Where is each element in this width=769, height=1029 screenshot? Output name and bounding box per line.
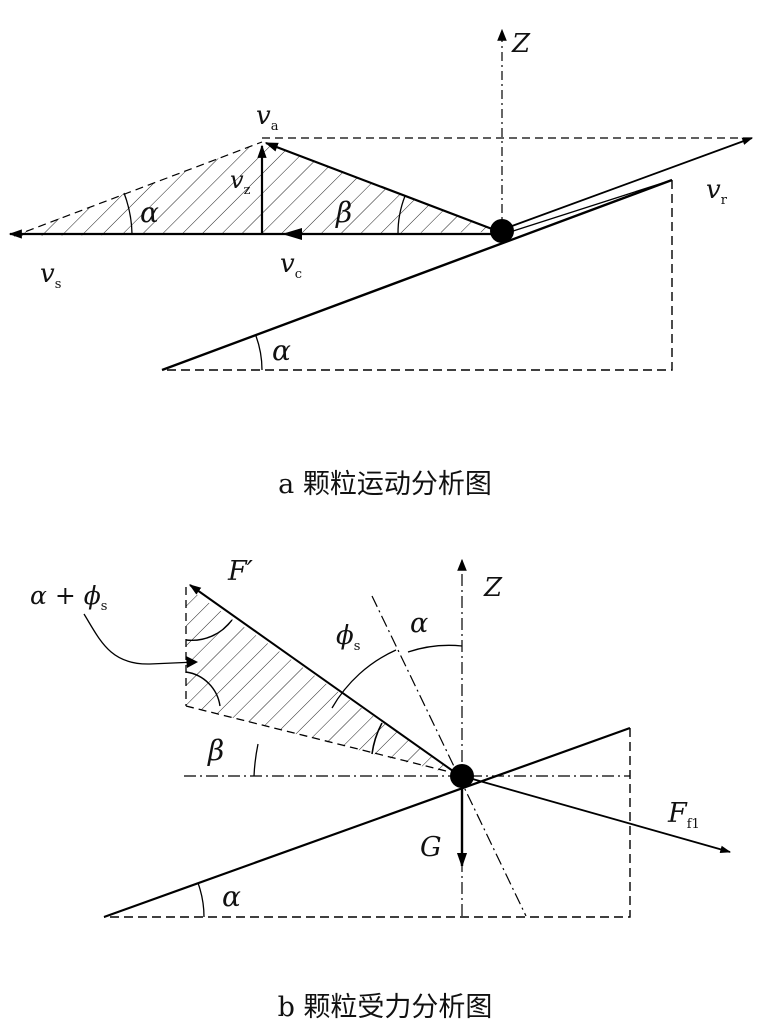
label-alpha-a-bottom: α [272, 334, 291, 367]
label-g: G [420, 832, 442, 863]
vr-vector [511, 137, 754, 227]
label-f-prime: F′ [227, 556, 253, 587]
inclined-plane-a [161, 178, 673, 372]
callout-curve [83, 613, 197, 665]
caption-b: b 颗粒受力分析图 [278, 992, 493, 1023]
label-vc: vc [280, 249, 302, 282]
arc-beta-b [253, 743, 259, 777]
diagram-b-force-analysis: α + ϕs F′ Z ϕs α β G Ff1 α b 颗粒受力分析图 [30, 556, 732, 1023]
alpha-arc-a-bottom [255, 335, 263, 371]
particle-a [490, 219, 514, 243]
arc-inner-b [371, 722, 383, 755]
beta-arc-a [397, 195, 406, 235]
label-vs: vs [40, 259, 61, 292]
label-va: va [256, 101, 279, 134]
arc-phi-s [331, 649, 397, 709]
label-alpha-top-b: α [410, 608, 428, 639]
label-ff1: Ff1 [667, 798, 700, 832]
arc-alpha-bottom-b [197, 882, 205, 918]
arc-alpha-top-b [407, 644, 463, 653]
diagram-a-motion-analysis: Z va vz vr vs vc α β α a 颗粒运动分析图 [8, 28, 754, 500]
label-z-b: Z [483, 573, 503, 603]
label-z-a: Z [511, 29, 531, 59]
incline-surface-a [509, 179, 673, 233]
ff1-vector [461, 775, 732, 853]
force-triangle-dashed-bottom [185, 705, 459, 775]
velocity-triangle-hatched [12, 142, 500, 236]
dashed-resultant-a [13, 141, 263, 237]
label-beta-a: β [335, 196, 352, 229]
label-alpha-phi-s: α + ϕs [30, 581, 107, 614]
label-phi-s: ϕs [336, 621, 360, 654]
va-vector [264, 141, 501, 234]
label-alpha-a-left: α [140, 196, 159, 229]
support-frame-b [104, 728, 631, 918]
support-frame-a [162, 180, 673, 371]
caption-a: a 颗粒运动分析图 [278, 469, 492, 500]
label-vz: vz [230, 166, 251, 198]
alpha-arc-a-left [123, 192, 133, 235]
normal-line-b [371, 595, 527, 917]
label-vr: vr [706, 175, 728, 208]
label-alpha-bottom-b: α [222, 880, 241, 913]
arc-alpha-phi-upper [185, 619, 233, 642]
label-beta-b: β [207, 734, 224, 767]
f-prime-vector [189, 584, 461, 777]
inclined-plane-b [103, 726, 631, 919]
arc-alpha-phi-lower [185, 671, 221, 707]
callout-arrowhead [186, 656, 198, 668]
particle-b [450, 764, 474, 788]
vc-arrowhead [282, 228, 302, 240]
